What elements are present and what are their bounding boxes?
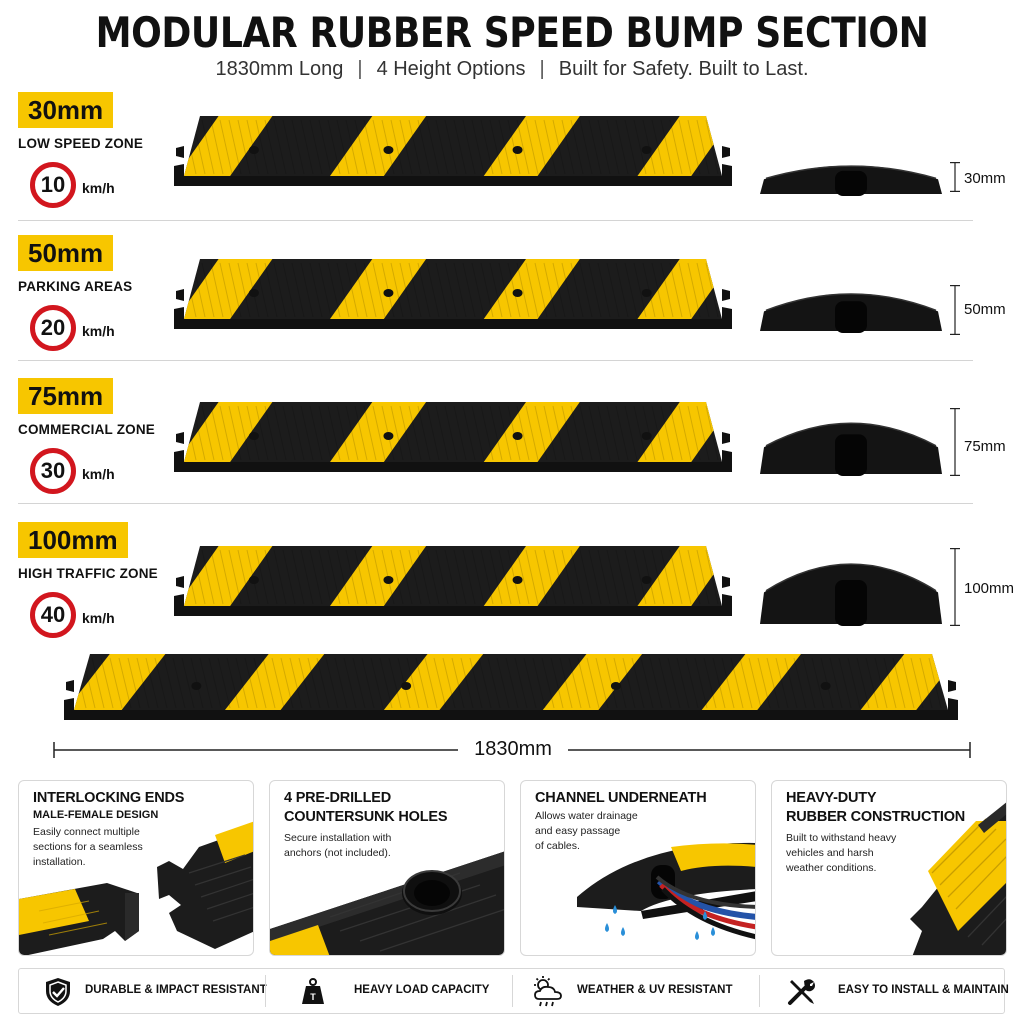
speed-limit-sign: 40 <box>30 592 76 638</box>
bump-profile-image <box>760 165 942 196</box>
dimension-marker <box>950 548 960 626</box>
page-title: MODULAR RUBBER SPEED BUMP SECTION <box>95 8 929 57</box>
feature-heavy-duty-rubber: HEAVY-DUTY RUBBER CONSTRUCTION Built to w… <box>771 780 1007 956</box>
feature-title-line: HEAVY-DUTY <box>786 790 877 806</box>
subtitle-separator: | <box>357 58 363 80</box>
bump-section-image <box>174 402 732 472</box>
height-row-50: 50mm PARKING AREAS 20 km/h 50mm <box>0 235 1024 375</box>
bump-profile-image <box>760 293 942 333</box>
subtitle-separator: | <box>539 58 545 80</box>
height-badge: 75mm <box>18 378 114 414</box>
height-row-100: 100mm HIGH TRAFFIC ZONE 40 km/h 100mm <box>0 522 1024 662</box>
full-length-bump-image <box>64 654 958 720</box>
benefit-durable: DURABLE & IMPACT RESISTANT <box>19 969 267 1013</box>
tools-icon <box>788 979 815 1005</box>
benefit-label: WEATHER & UV RESISTANT <box>577 984 733 996</box>
dimension-label: 30mm <box>964 170 1006 187</box>
dimension-label: 75mm <box>964 438 1006 455</box>
zone-label: HIGH TRAFFIC ZONE <box>18 566 158 581</box>
benefit-label: HEAVY LOAD CAPACITY <box>354 984 490 996</box>
speed-unit: km/h <box>82 180 115 196</box>
benefits-bar: DURABLE & IMPACT RESISTANT T HEAVY LOAD … <box>18 968 1009 1014</box>
height-badge: 50mm <box>18 235 114 271</box>
bump-profile-image <box>760 563 942 626</box>
heavy-duty-rubber-image <box>910 802 1006 955</box>
feature-description-line: vehicles and harsh <box>786 847 874 859</box>
speed-limit-sign: 20 <box>30 305 76 351</box>
benefit-divider <box>512 975 513 1007</box>
benefit-weather: WEATHER & UV RESISTANT <box>513 969 759 1013</box>
subtitle-heights: 4 Height Options <box>376 58 526 80</box>
dimension-label: 50mm <box>964 301 1006 318</box>
feature-title: INTERLOCKING ENDS <box>33 790 185 806</box>
feature-description-line: of cables. <box>535 840 580 852</box>
feature-description-line: sections for a seamless <box>33 841 143 853</box>
feature-description-line: weather conditions. <box>786 862 877 874</box>
feature-title: 4 PRE-DRILLED COUNTERSUNK HOLES <box>284 789 448 827</box>
dimension-marker <box>950 408 960 476</box>
channel-underneath-image <box>577 842 755 940</box>
benefit-heavy-load: T HEAVY LOAD CAPACITY <box>266 969 512 1013</box>
benefit-label: EASY TO INSTALL & MAINTAIN <box>838 984 1009 996</box>
dimension-marker <box>950 285 960 335</box>
height-badge: 100mm <box>18 522 128 558</box>
benefit-label: DURABLE & IMPACT RESISTANT <box>85 984 267 996</box>
benefit-easy-install: EASY TO INSTALL & MAINTAIN <box>760 969 1009 1013</box>
dimension-marker <box>950 162 960 192</box>
countersunk-holes-image <box>270 851 504 955</box>
feature-description-line: Secure installation with <box>284 832 392 844</box>
benefit-divider <box>265 975 266 1007</box>
feature-title-line: RUBBER CONSTRUCTION <box>786 809 966 825</box>
feature-subtitle: MALE-FEMALE DESIGN <box>33 809 159 821</box>
speed-unit: km/h <box>82 466 115 482</box>
speed-unit: km/h <box>82 323 115 339</box>
height-row-75: 75mm COMMERCIAL ZONE 30 km/h 75mm <box>0 378 1024 518</box>
weight-icon: T <box>302 978 324 1004</box>
height-row-30: 30mm LOW SPEED ZONE 10 km/h 30mm <box>0 92 1024 232</box>
row-divider <box>18 360 973 361</box>
subtitle-tagline: Built for Safety. Built to Last. <box>558 58 809 80</box>
subtitle-length: 1830mm Long <box>215 58 344 80</box>
feature-title: CHANNEL UNDERNEATH <box>535 790 707 806</box>
speed-limit-sign: 10 <box>30 162 76 208</box>
benefit-divider <box>759 975 760 1007</box>
feature-description-line: Built to withstand heavy <box>786 832 897 844</box>
feature-channel-underneath: CHANNEL UNDERNEATH Allows water drainage… <box>520 780 756 956</box>
feature-title-line: 4 PRE-DRILLED <box>284 790 391 806</box>
dimension-label: 100mm <box>964 580 1015 597</box>
bump-profile-image <box>760 422 942 476</box>
feature-description-line: Easily connect multiple <box>33 826 140 838</box>
zone-label: LOW SPEED ZONE <box>18 136 144 151</box>
feature-description-line: anchors (not included). <box>284 847 391 859</box>
feature-title-line: COUNTERSUNK HOLES <box>284 809 448 825</box>
row-divider <box>18 220 973 221</box>
svg-text:T: T <box>310 992 316 1002</box>
speed-unit: km/h <box>82 610 115 626</box>
row-divider <box>18 503 973 504</box>
feature-countersunk-holes: 4 PRE-DRILLED COUNTERSUNK HOLES Secure in… <box>269 780 505 956</box>
page-subtitle: 1830mm Long | 4 Height Options | Built for S… <box>0 58 1024 81</box>
feature-interlocking-ends: INTERLOCKING ENDS MALE-FEMALE DESIGN Eas… <box>18 780 254 956</box>
bump-section-image <box>174 116 732 186</box>
bump-section-image <box>174 259 732 329</box>
feature-description-line: and easy passage <box>535 825 621 837</box>
bump-section-image <box>174 546 732 616</box>
shield-check-icon <box>46 978 70 1006</box>
speed-limit-sign: 30 <box>30 448 76 494</box>
feature-title: HEAVY-DUTY RUBBER CONSTRUCTION <box>786 789 965 827</box>
length-label: 1830mm <box>458 738 568 761</box>
interlocking-ends-image <box>19 821 253 955</box>
weather-icon <box>534 976 562 1007</box>
zone-label: PARKING AREAS <box>18 279 133 294</box>
feature-description-line: installation. <box>33 856 86 868</box>
height-badge: 30mm <box>18 92 114 128</box>
feature-description-line: Allows water drainage <box>535 810 638 822</box>
zone-label: COMMERCIAL ZONE <box>18 422 155 437</box>
